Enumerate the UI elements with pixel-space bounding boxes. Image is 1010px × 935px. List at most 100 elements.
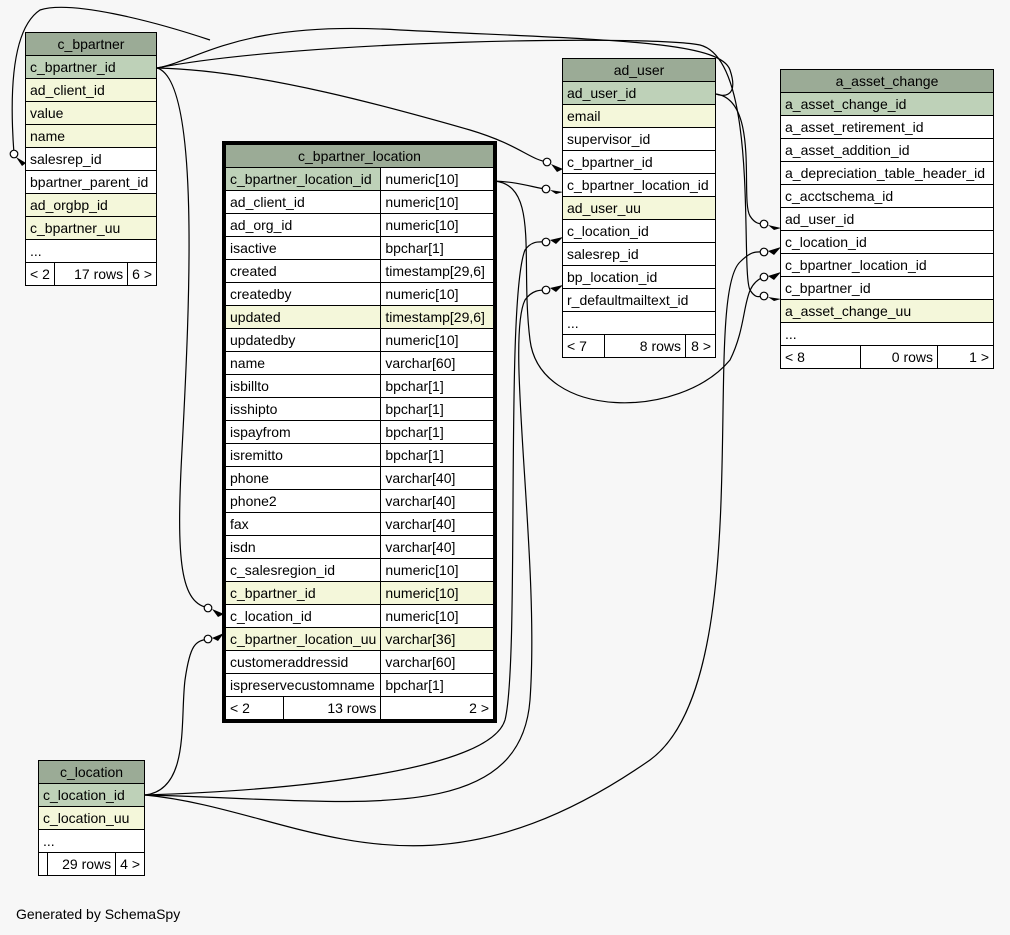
parents-link[interactable]: < 2 [25, 262, 55, 286]
parents-link[interactable]: < 8 [780, 345, 861, 369]
column-a-depreciation-table-header-id[interactable]: a_depreciation_table_header_id [780, 161, 994, 185]
table-title[interactable]: a_asset_change [780, 69, 994, 93]
column-r-defaultmailtext-id[interactable]: r_defaultmailtext_id [562, 288, 716, 312]
column-ad-user-id[interactable]: ad_user_id [780, 207, 994, 231]
column-name-cell[interactable]: updatedby [224, 328, 382, 352]
column-ad-user-id[interactable]: ad_user_id [562, 81, 716, 105]
column-name-cell[interactable]: isremitto [224, 443, 382, 467]
column-more[interactable]: ... [780, 322, 994, 346]
column-c-bpartner-uu[interactable]: c_bpartner_uu [25, 216, 157, 240]
column-name-cell[interactable]: name [224, 351, 382, 375]
column-name-cell[interactable]: isshipto [224, 397, 382, 421]
table-c-bpartner-location[interactable]: c_bpartner_location c_bpartner_location_… [222, 141, 497, 723]
table-a-asset-change[interactable]: a_asset_change a_asset_change_id a_asset… [780, 69, 994, 369]
column-name-cell[interactable]: c_bpartner_location_id [224, 167, 382, 191]
column-name-cell[interactable]: phone [224, 466, 382, 490]
column-name-cell[interactable]: ispayfrom [224, 420, 382, 444]
column-a-asset-retirement-id[interactable]: a_asset_retirement_id [780, 115, 994, 139]
column-a-asset-change-uu[interactable]: a_asset_change_uu [780, 299, 994, 323]
table-ad-user[interactable]: ad_user ad_user_id email supervisor_id c… [562, 58, 716, 358]
column-ad-client-id[interactable]: ad_client_id [25, 78, 157, 102]
column-c-bpartner-id[interactable]: c_bpartner_id [562, 150, 716, 174]
column-name-cell[interactable]: updated [224, 305, 382, 329]
column-bp-location-id[interactable]: bp_location_id [562, 265, 716, 289]
column-name-cell[interactable]: phone2 [224, 489, 382, 513]
column-c-bpartner-id[interactable]: c_bpartner_id [780, 276, 994, 300]
column-more[interactable]: ... [38, 829, 145, 853]
column-name-cell[interactable]: isdn [224, 535, 382, 559]
column-c-bpartner-location-id[interactable]: c_bpartner_location_id [562, 173, 716, 197]
children-link[interactable]: 6 > [127, 262, 157, 286]
column-c-bpartner-id[interactable]: c_bpartner_id [25, 55, 157, 79]
table-title[interactable]: ad_user [562, 58, 716, 82]
table-c-bpartner[interactable]: c_bpartner c_bpartner_id ad_client_id va… [25, 32, 157, 286]
table-title[interactable]: c_location [38, 760, 145, 784]
column-name-cell[interactable]: ad_client_id [224, 190, 382, 214]
column-name-cell[interactable]: ad_org_id [224, 213, 382, 237]
column-name[interactable]: name [25, 124, 157, 148]
column-c-bpartner-location-id[interactable]: c_bpartner_location_id [780, 253, 994, 277]
column-name-cell[interactable]: c_bpartner_id [224, 581, 382, 605]
column-name-cell[interactable]: isactive [224, 236, 382, 260]
column-value[interactable]: value [25, 101, 157, 125]
column-name-cell[interactable]: ispreservecustomname [224, 673, 382, 697]
children-link[interactable]: 8 > [685, 334, 716, 358]
column-name-cell[interactable]: c_salesregion_id [224, 558, 382, 582]
parents-link[interactable]: < 7 [562, 334, 605, 358]
column-more[interactable]: ... [562, 311, 716, 335]
column-ad-orgbp-id[interactable]: ad_orgbp_id [25, 193, 157, 217]
column-bpartner-parent-id[interactable]: bpartner_parent_id [25, 170, 157, 194]
column-salesrep-id[interactable]: salesrep_id [562, 242, 716, 266]
table-title[interactable]: c_bpartner_location [225, 144, 494, 168]
column-name-cell[interactable]: createdby [224, 282, 382, 306]
column-name-cell[interactable]: created [224, 259, 382, 283]
children-link[interactable]: 2 > [380, 696, 494, 720]
parents-link[interactable]: < 2 [224, 696, 285, 720]
column-c-location-id[interactable]: c_location_id [38, 783, 145, 807]
column-name-cell[interactable]: c_bpartner_location_uu [224, 627, 382, 651]
table-title[interactable]: c_bpartner [25, 32, 157, 56]
column-email[interactable]: email [562, 104, 716, 128]
column-c-location-id[interactable]: c_location_id [562, 219, 716, 243]
column-salesrep-id[interactable]: salesrep_id [25, 147, 157, 171]
column-a-asset-addition-id[interactable]: a_asset_addition_id [780, 138, 994, 162]
column-ad-user-uu[interactable]: ad_user_uu [562, 196, 716, 220]
column-supervisor-id[interactable]: supervisor_id [562, 127, 716, 151]
column-name-cell[interactable]: c_location_id [224, 604, 382, 628]
column-a-asset-change-id[interactable]: a_asset_change_id [780, 92, 994, 116]
column-name-cell[interactable]: isbillto [224, 374, 382, 398]
column-more[interactable]: ... [25, 239, 157, 263]
children-link[interactable]: 1 > [937, 345, 994, 369]
column-name-cell[interactable]: customeraddressid [224, 650, 382, 674]
column-name-cell[interactable]: fax [224, 512, 382, 536]
column-c-location-uu[interactable]: c_location_uu [38, 806, 145, 830]
column-c-location-id[interactable]: c_location_id [780, 230, 994, 254]
column-c-acctschema-id[interactable]: c_acctschema_id [780, 184, 994, 208]
table-c-location[interactable]: c_location c_location_id c_location_uu .… [38, 760, 145, 876]
parents-link[interactable] [38, 852, 48, 876]
children-link[interactable]: 4 > [115, 852, 145, 876]
